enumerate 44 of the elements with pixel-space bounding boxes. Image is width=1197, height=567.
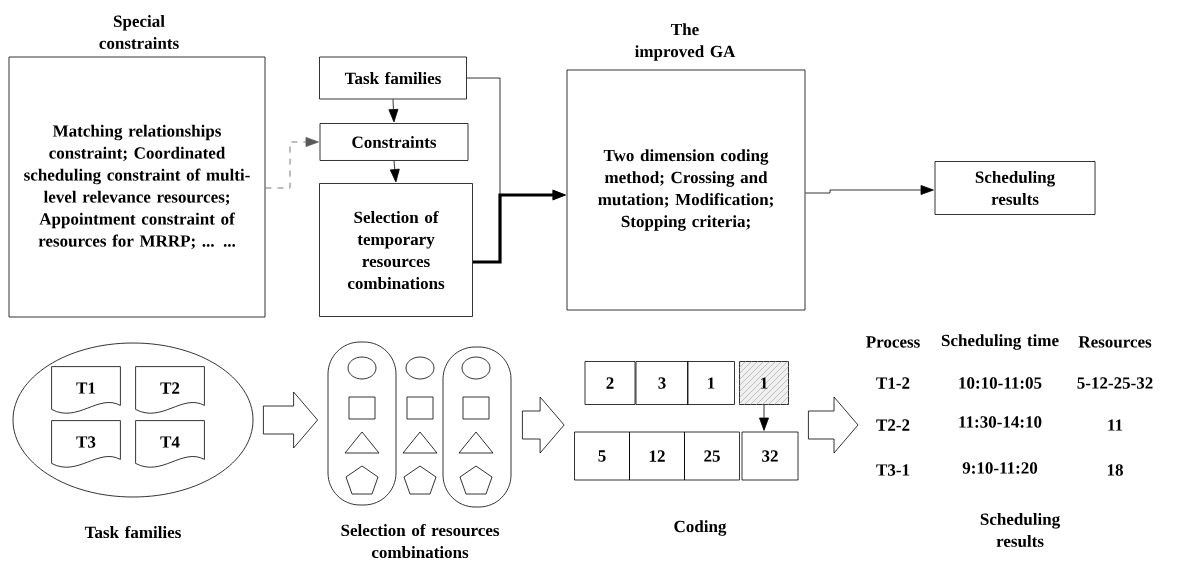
process-box: Task families xyxy=(319,56,467,100)
table-text: 11 xyxy=(1108,419,1123,431)
box-heading: Special constraints xyxy=(99,15,179,49)
table-text: 18 xyxy=(1107,464,1123,476)
table-text: 5-12-25-32 xyxy=(1077,377,1153,389)
process-box: Two dimension coding method; Crossing and mutation; Modification; Stopping criteria; xyxy=(566,69,806,311)
table-text: 9:10-11:20 xyxy=(962,462,1038,474)
document-shape: T4 xyxy=(135,420,205,468)
arrow xyxy=(805,185,934,195)
table-text: 11:30-14:10 xyxy=(959,416,1042,428)
code-cell: 25 xyxy=(684,431,740,481)
code-cell: 5 xyxy=(574,431,630,481)
table-text: Coding xyxy=(674,520,727,536)
arrow xyxy=(389,160,400,183)
table-text: Process xyxy=(866,336,920,348)
box-heading: The improved GA xyxy=(635,23,736,61)
table-text: T1-2 xyxy=(876,377,910,389)
block-arrow xyxy=(263,391,318,449)
table-text: Scheduling results xyxy=(980,513,1060,547)
code-cell: 1 xyxy=(687,361,735,405)
table-text: Scheduling time xyxy=(941,334,1059,350)
code-cell: 3 xyxy=(635,361,689,405)
block-arrow xyxy=(808,396,859,454)
process-box: Scheduling results xyxy=(934,161,1096,215)
process-box: Matching relationships constraint; Coordinated scheduling constraint of multi-level relevance resources; Appointment constraint of resources for MRRP; ... ... xyxy=(8,56,266,318)
code-cell: 12 xyxy=(629,431,685,481)
process-box: Constraints xyxy=(319,123,469,161)
arrow xyxy=(759,404,769,431)
table-text: Resources xyxy=(1078,336,1152,348)
document-shape: T1 xyxy=(51,366,121,414)
table-text: T2-2 xyxy=(876,419,910,431)
document-shape: T2 xyxy=(135,366,205,414)
code-cell: 2 xyxy=(584,361,636,405)
table-text: 10:10-11:05 xyxy=(959,377,1042,389)
table-text: T3-1 xyxy=(876,464,910,476)
arrow xyxy=(265,137,319,189)
arrow xyxy=(388,99,399,123)
block-arrow xyxy=(522,396,565,454)
hatched-cell: 1 xyxy=(761,377,768,389)
code-cell: 32 xyxy=(741,431,799,481)
process-box: Selection of temporary resources combinations xyxy=(319,183,473,317)
document-shape: T3 xyxy=(51,420,121,468)
node-label: Selection of resources combinations xyxy=(341,523,500,559)
node-label: Task families xyxy=(84,525,181,539)
